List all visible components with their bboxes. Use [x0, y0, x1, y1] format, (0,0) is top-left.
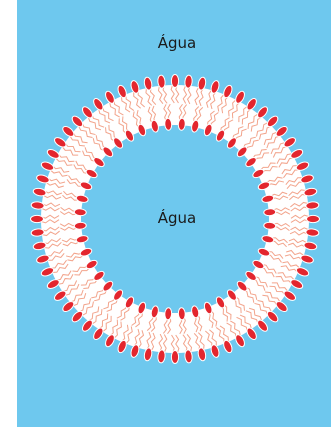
inner-lipid-head	[74, 222, 86, 230]
outer-lipid-head	[40, 266, 55, 278]
outer-lipid-head	[130, 344, 141, 359]
outer-lipid-head	[210, 80, 221, 95]
outer-lipid-head	[130, 80, 141, 95]
outer-lipid-head	[222, 84, 234, 99]
inner-lipid-head	[164, 308, 172, 320]
outer-lipid-head	[116, 339, 128, 354]
water-background: Água Água	[17, 0, 331, 427]
inner-lipid-head	[264, 208, 276, 216]
outer-lipid-head	[36, 174, 51, 185]
outer-lipid-head	[295, 266, 310, 278]
inner-lipid-head	[264, 222, 276, 230]
inner-lipid-head	[164, 118, 172, 130]
outer-lipid-head	[31, 215, 44, 222]
outer-lipid-head	[307, 215, 320, 222]
outer-lipid-head	[36, 254, 51, 265]
outer-water-label: Água	[117, 34, 237, 52]
outer-lipid-head	[295, 160, 310, 172]
outer-lipid-head	[171, 351, 178, 364]
outer-lipid-head	[300, 174, 315, 185]
inner-lipid-head	[74, 208, 86, 216]
inner-lipid-head	[178, 118, 186, 130]
inner-lipid-head	[178, 308, 186, 320]
outer-lipid-head	[40, 160, 55, 172]
outer-lipid-head	[116, 84, 128, 99]
outer-lipid-head	[300, 254, 315, 265]
outer-lipid-head	[171, 75, 178, 88]
outer-lipid-head	[210, 344, 221, 359]
outer-lipid-head	[222, 339, 234, 354]
inner-water-label: Água	[117, 209, 237, 227]
